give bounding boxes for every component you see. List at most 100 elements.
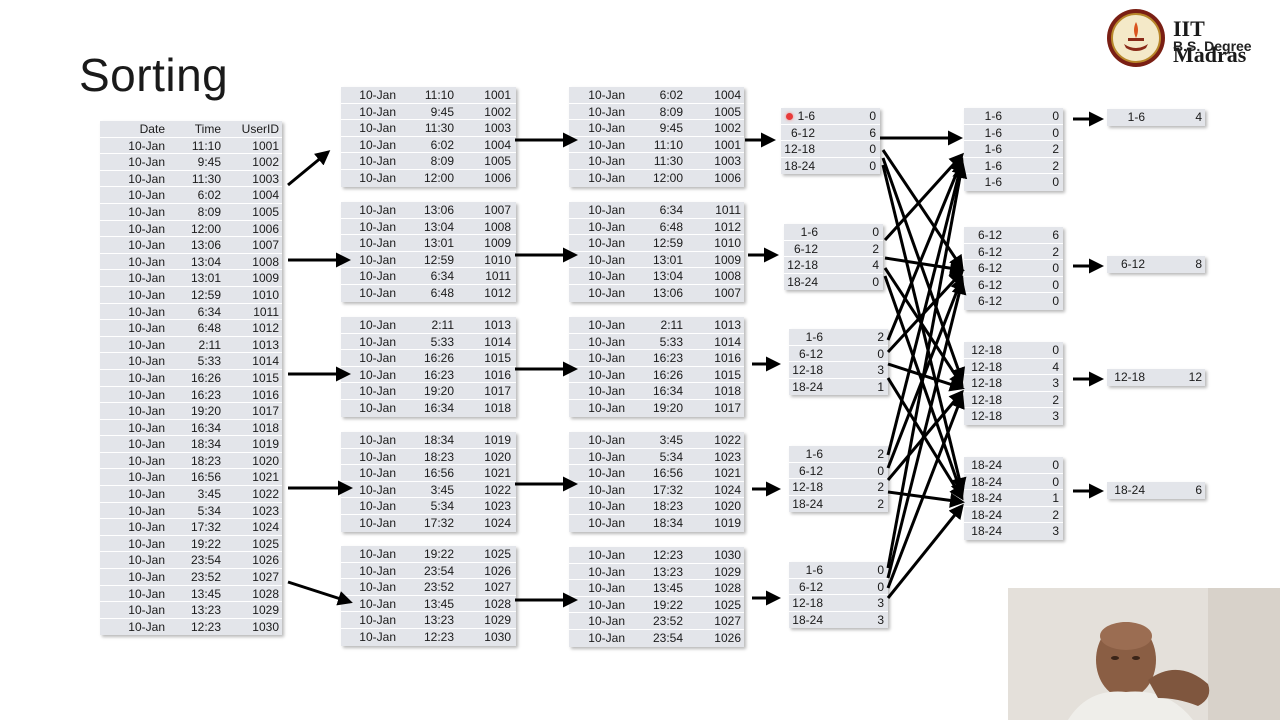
table-cell: 0 (1052, 125, 1059, 140)
table-cell: 19:22 (190, 536, 221, 551)
table-cell: 10-Jan (128, 553, 165, 568)
table-cell: 1-6 (805, 447, 823, 461)
table-cell: 18-24 (792, 612, 823, 627)
table-cell: 16:34 (423, 400, 454, 415)
table-cell: 12-18 (971, 359, 1002, 374)
table-cell: 1023 (714, 449, 741, 464)
table-cell: 1030 (714, 548, 741, 562)
table-cell: 12:59 (652, 236, 683, 251)
table-cell: 18-24 (784, 158, 815, 173)
table-cell: 1018 (714, 384, 741, 399)
table-cell: 1-6 (797, 109, 815, 123)
table-cell: 13:06 (423, 203, 454, 217)
table-cell: 6-12 (1120, 257, 1145, 271)
table-cell: 10-Jan (128, 188, 165, 203)
table-cell: 0 (1052, 175, 1059, 190)
table-cell: 16:34 (652, 384, 683, 399)
table-cell: 11:10 (191, 138, 221, 153)
table-cell: 0 (877, 346, 884, 361)
table-cell: 3:45 (430, 482, 454, 497)
table-cell: 2:11 (660, 318, 683, 332)
table-cell: 10-Jan (128, 337, 165, 352)
table-cell: 1008 (714, 269, 741, 284)
table-cell: 10-Jan (359, 236, 396, 251)
table-cell: 11:30 (191, 171, 221, 186)
table-cell: 1003 (252, 171, 279, 186)
table-cell: 10-Jan (588, 499, 625, 514)
table-cell: 6-12 (977, 277, 1002, 292)
table-cell: 1011 (253, 304, 279, 319)
table-cell: 4 (872, 258, 879, 273)
table-cell: 10-Jan (588, 236, 625, 251)
table-cell: 6:48 (197, 321, 221, 336)
table-cell: 17:32 (190, 520, 221, 535)
table-cell: 1-6 (800, 225, 818, 239)
table-cell: 12:59 (423, 252, 454, 267)
table-cell: 16:23 (423, 367, 454, 382)
table-cell: 0 (872, 225, 879, 239)
table-cell: 6-12 (798, 346, 823, 361)
table-cell: 1006 (252, 221, 279, 236)
table-cell: 1012 (484, 285, 511, 300)
table-cell: 1019 (714, 515, 741, 530)
table-cell: 1023 (484, 499, 511, 514)
table-cell: 0 (877, 563, 884, 577)
table-cell: 10-Jan (128, 287, 165, 302)
table-cell: 17:32 (652, 482, 683, 497)
table-cell: 1012 (252, 321, 279, 336)
table-cell: 10-Jan (588, 367, 625, 382)
table-cell: 10-Jan (359, 449, 396, 464)
table-cell: 10-Jan (359, 121, 396, 136)
table-cell: 1026 (252, 553, 279, 568)
table-cell: 1005 (714, 104, 741, 119)
table-cell: 10-Jan (588, 252, 625, 267)
table-cell: 1014 (714, 334, 741, 349)
table-cell: 10-Jan (359, 104, 396, 119)
table-cell: 18-24 (971, 458, 1002, 472)
table-cell: 8:09 (430, 154, 454, 169)
table-cell: 16:26 (190, 370, 221, 385)
table-cell: 1026 (714, 630, 741, 645)
table-cell: 13:04 (423, 219, 454, 234)
flow-arrow (884, 256, 965, 276)
table-cell: 6:34 (197, 304, 221, 319)
flow-arrow (883, 152, 965, 242)
flow-arrow (886, 279, 967, 579)
table-cell: 10-Jan (588, 433, 625, 447)
table-cell: 2 (1052, 158, 1059, 173)
table-cell: 4 (1052, 359, 1059, 374)
table-cell: 1014 (252, 354, 279, 369)
table-cell: 3 (1052, 376, 1059, 391)
table-cell: 1002 (252, 155, 279, 170)
table-cell: 1005 (252, 204, 279, 219)
table-cell: 16:26 (423, 351, 454, 366)
flow-arrow (287, 150, 331, 187)
